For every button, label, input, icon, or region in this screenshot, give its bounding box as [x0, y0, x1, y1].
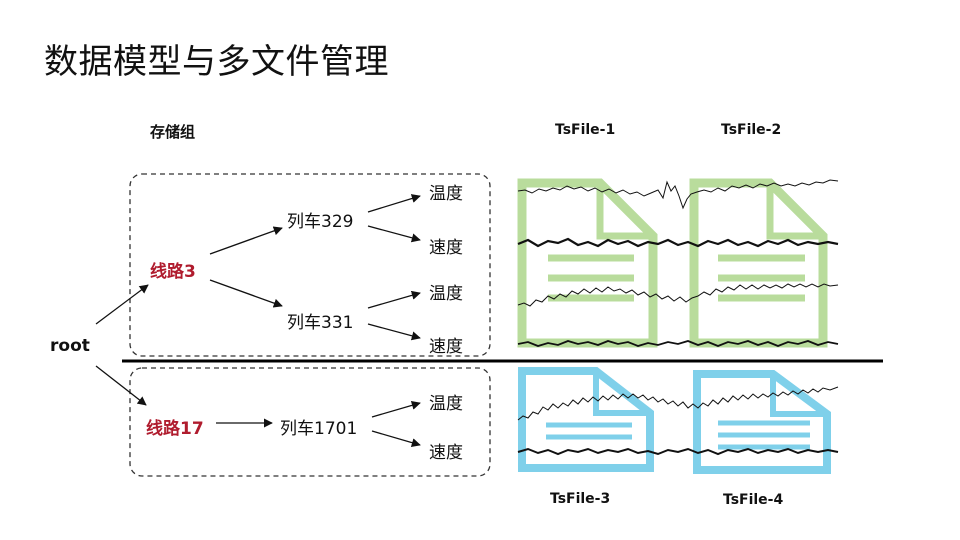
measurement-1701-temperature: 温度 [429, 394, 463, 414]
line-node-3: 线路3 [150, 262, 196, 282]
page-title: 数据模型与多文件管理 [44, 42, 389, 82]
measurement-329-temperature: 温度 [429, 184, 463, 204]
waveform-329-temperature [517, 179, 839, 210]
waveform-331-temperature [517, 283, 839, 307]
tsfile-2-doc-icon [689, 178, 828, 348]
waveform-1701-speed [517, 447, 839, 456]
waveform-331-speed [517, 340, 839, 347]
train-node-331: 列车331 [287, 313, 354, 333]
measurement-331-speed: 速度 [429, 337, 463, 357]
tsfile-2-label: TsFile-2 [721, 122, 782, 138]
train-node-329: 列车329 [287, 212, 354, 232]
storage-group-label: 存储组 [150, 123, 196, 141]
waveform-329-speed [517, 237, 839, 248]
tsfile-4-label: TsFile-4 [723, 492, 784, 508]
root-node: root [50, 336, 90, 356]
measurement-329-speed: 速度 [429, 238, 463, 258]
tsfile-1-label: TsFile-1 [555, 122, 616, 138]
measurement-1701-speed: 速度 [429, 443, 463, 463]
storage-group-box-1 [129, 173, 491, 357]
tsfile-3-doc-icon [518, 367, 654, 472]
tsfile-1-doc-icon [517, 178, 658, 348]
line-node-17: 线路17 [146, 419, 204, 439]
storage-group-box-2 [129, 367, 491, 477]
measurement-331-temperature: 温度 [429, 284, 463, 304]
tree-arrows [95, 194, 421, 448]
waveform-1701-temperature [517, 386, 839, 421]
tsfile-4-doc-icon [693, 370, 831, 474]
train-node-1701: 列车1701 [280, 419, 358, 439]
tsfile-3-label: TsFile-3 [550, 491, 611, 507]
